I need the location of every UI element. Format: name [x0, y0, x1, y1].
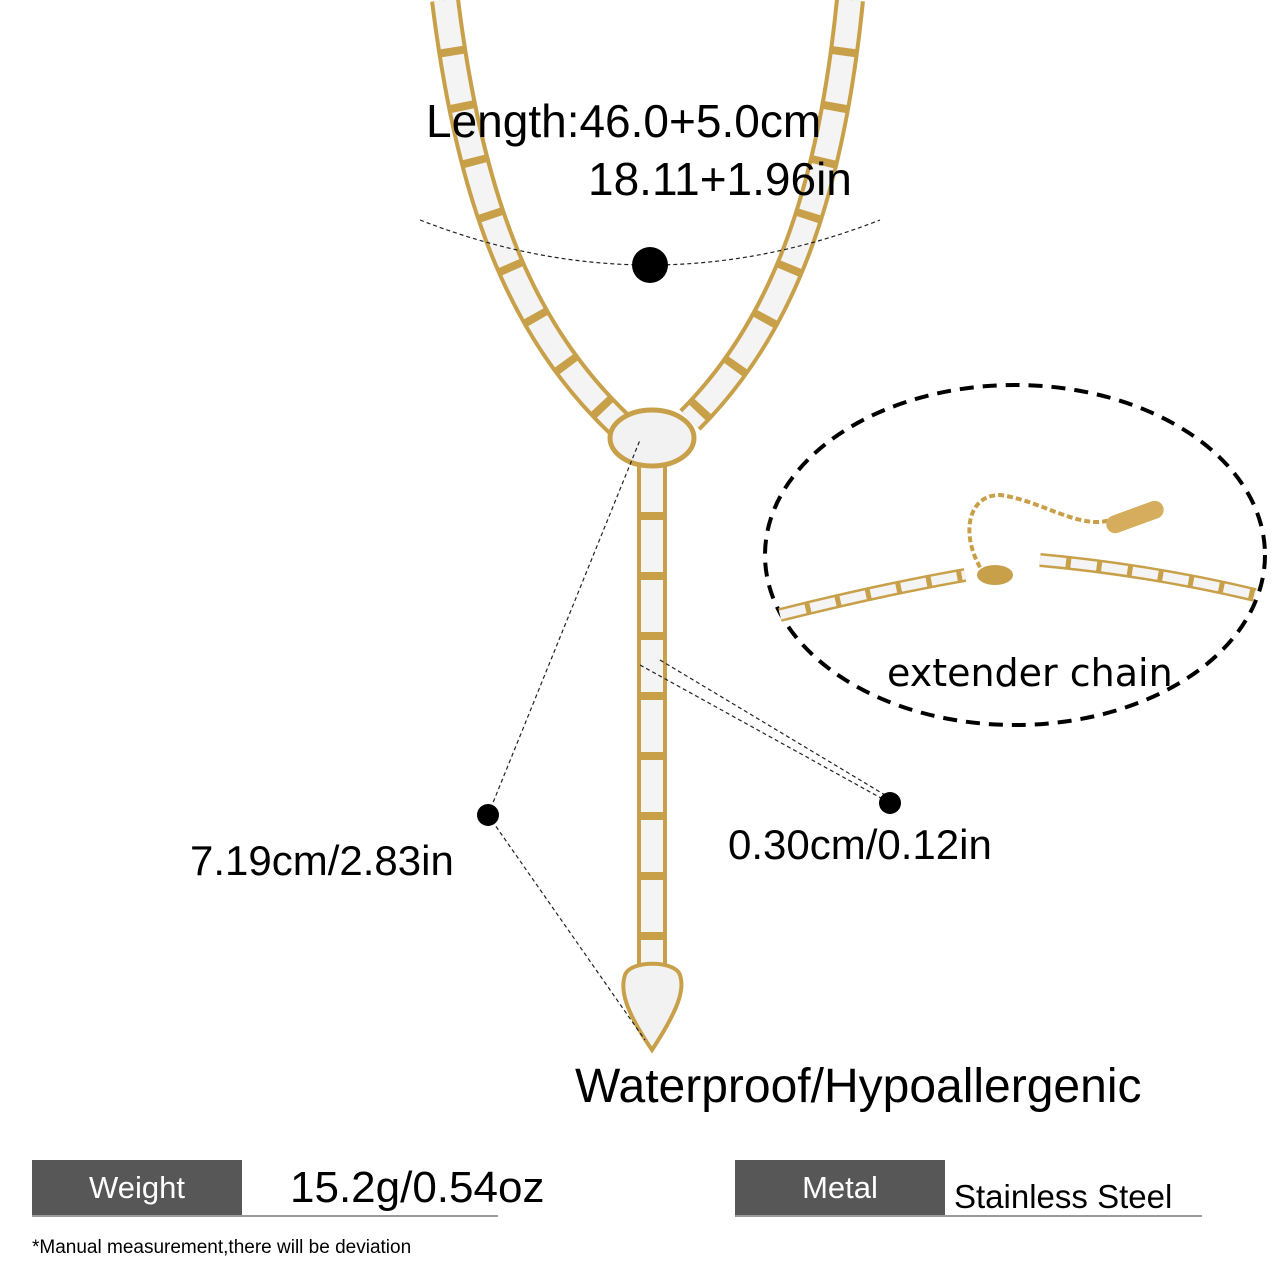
weight-value: 15.2g/0.54oz [290, 1163, 545, 1212]
metal-label: Metal [735, 1160, 945, 1216]
measurement-note: *Manual measurement,there will be deviat… [32, 1237, 412, 1258]
measure-lines [419, 219, 891, 1041]
necklace-chain [430, 0, 865, 965]
drop-stone [621, 961, 684, 1054]
metal-value: Stainless Steel [954, 1178, 1173, 1215]
length-metric: Length:46.0+5.0cm [426, 95, 822, 147]
length-imperial: 18.11+1.96in [588, 153, 852, 205]
features-text: Waterproof/Hypoallergenic [575, 1060, 1142, 1113]
extender-detail [763, 383, 1267, 727]
metal-underline [735, 1215, 1202, 1217]
extender-label: extender chain [887, 651, 1173, 695]
weight-label: Weight [32, 1160, 242, 1216]
drop-marker-dot [477, 804, 499, 826]
chain-width: 0.30cm/0.12in [728, 821, 992, 868]
drop-length: 7.19cm/2.83in [190, 837, 454, 884]
center-stone [607, 407, 697, 469]
width-marker-dot [879, 792, 901, 814]
weight-underline [32, 1215, 498, 1217]
length-marker-dot [632, 247, 668, 283]
